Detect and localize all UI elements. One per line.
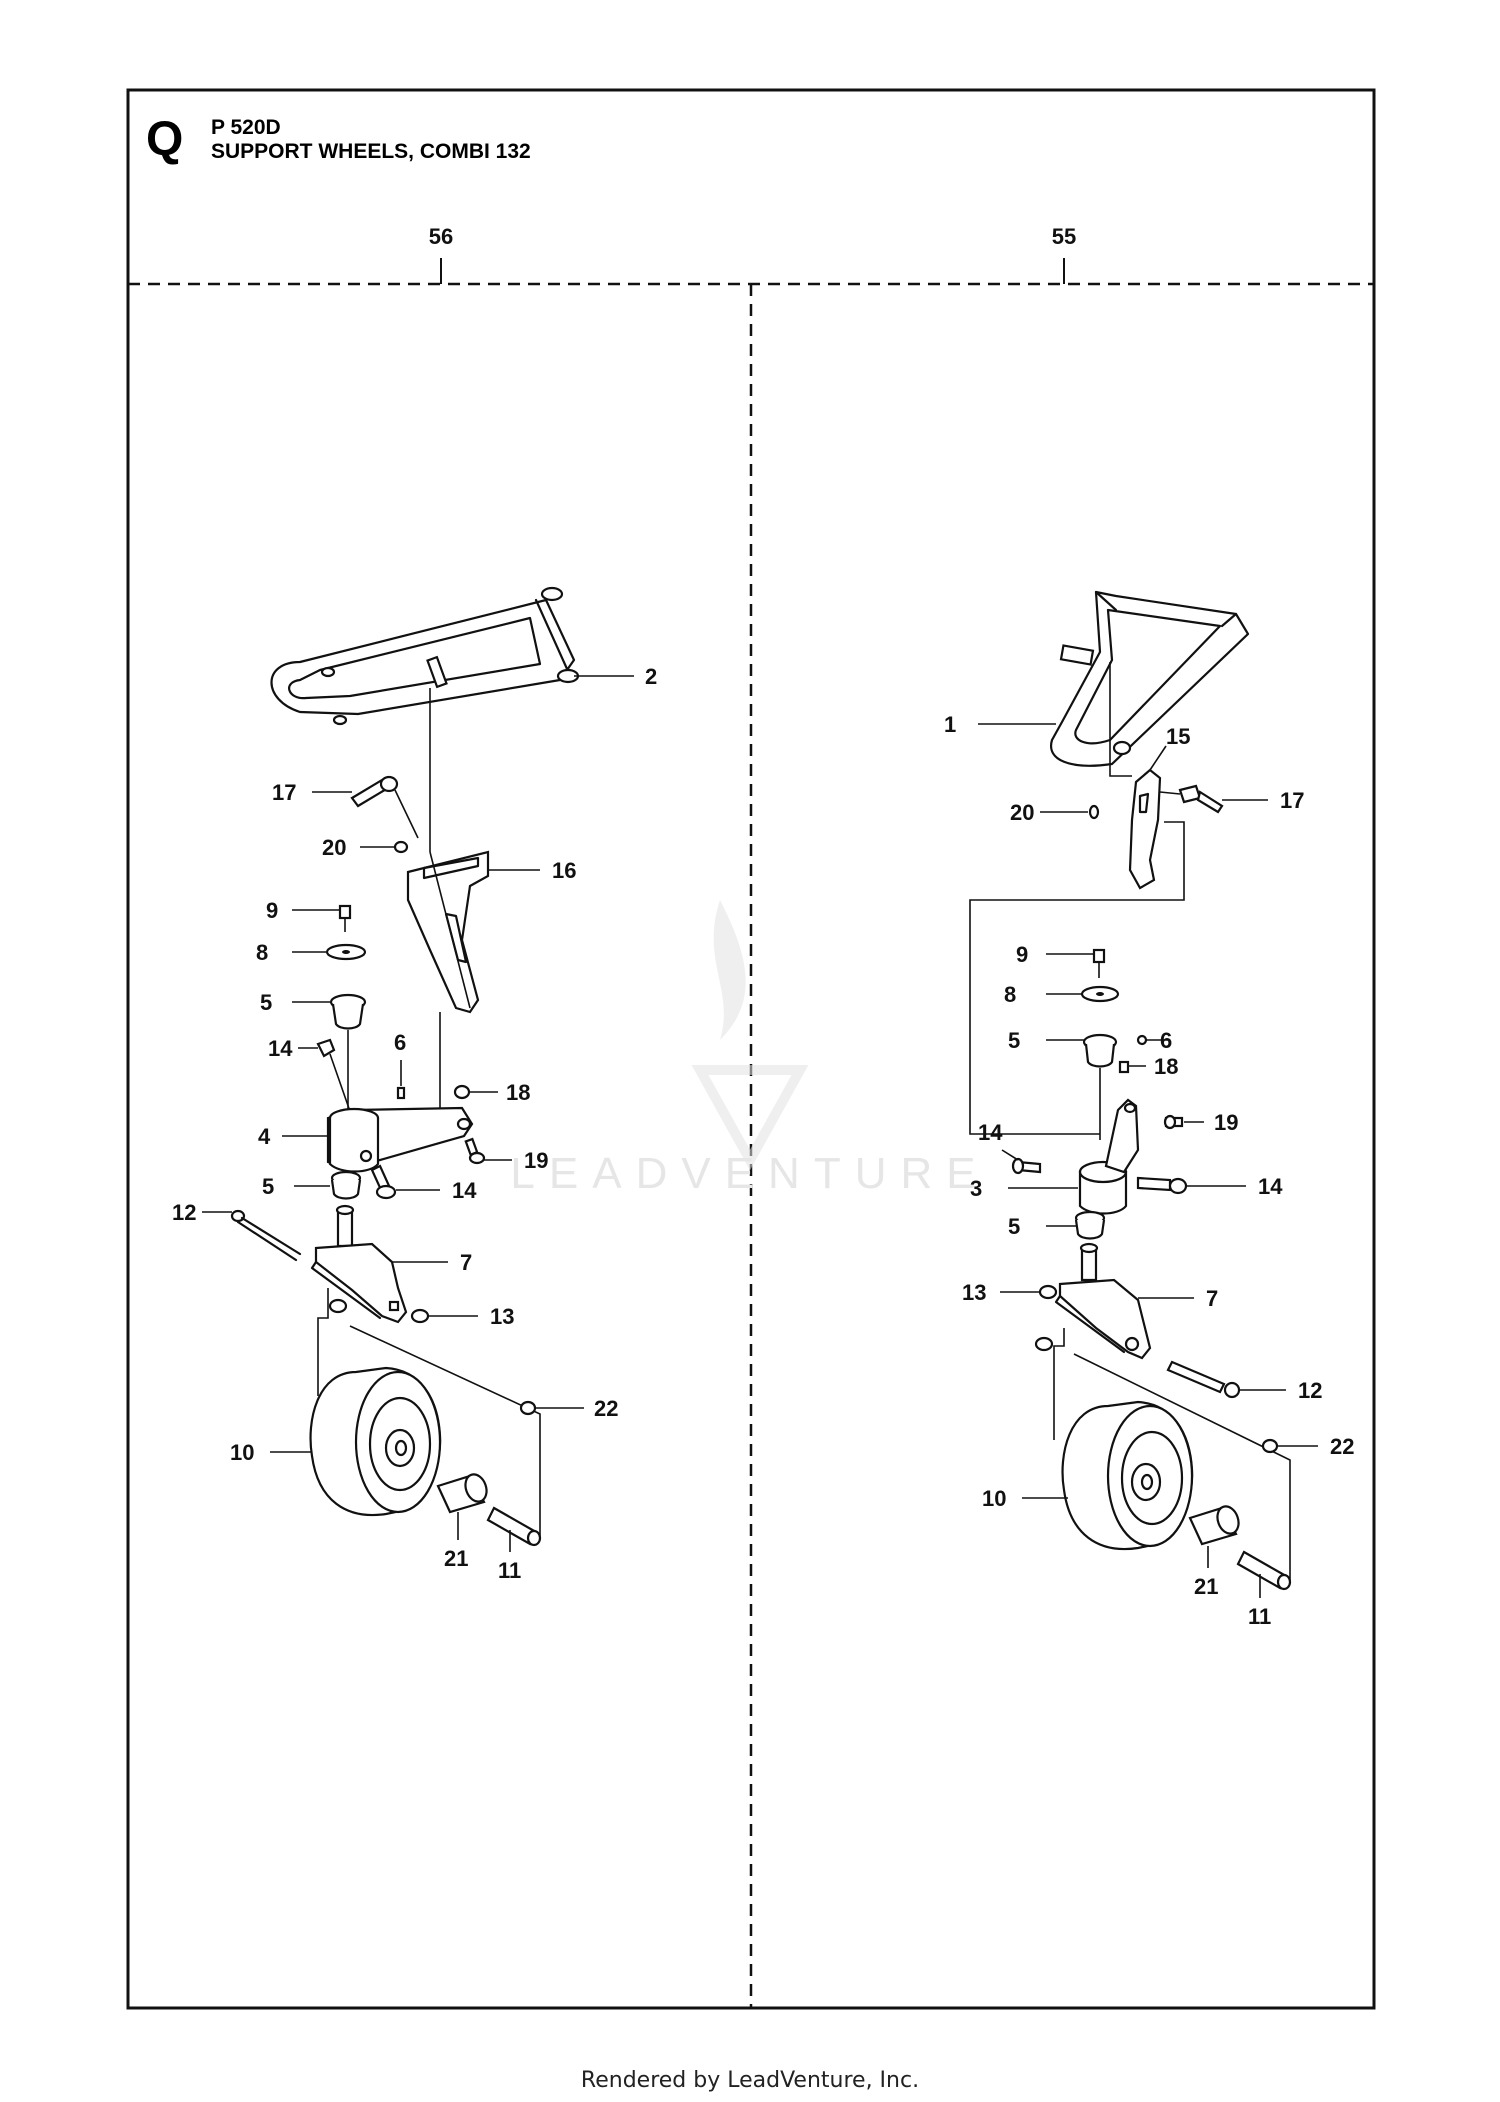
nut-part-13-right	[1038, 1284, 1058, 1300]
callout-label: 9	[266, 898, 278, 923]
callout-label: 5	[1008, 1028, 1020, 1053]
callout-label: 6	[394, 1030, 406, 1055]
left-assembly	[230, 586, 580, 1547]
washer-hole	[342, 950, 350, 954]
nut-part-13	[410, 1308, 430, 1324]
handle-frame-part-2	[270, 586, 580, 726]
group-ref-label: 56	[429, 224, 453, 249]
callout-label: 14	[978, 1120, 1003, 1145]
handle-frame-part-1	[1050, 590, 1250, 767]
callout-label: 17	[272, 780, 296, 805]
right-callouts: 1 15 17 20 9 8 5 6 18 19 14 3 14 5 13 7 …	[944, 712, 1354, 1629]
washer-part-22-right	[1261, 1438, 1279, 1454]
pin-part-6-right	[1136, 1034, 1148, 1046]
bushing-part-5-right-upper	[1082, 1033, 1118, 1140]
left-callouts: 2 17 20 16 9 8 5 14 6 18 4 19 5 14 12 7 …	[172, 664, 657, 1583]
callout-label: 2	[645, 664, 657, 689]
callout-label: 13	[490, 1304, 514, 1329]
locking-lever-part-17	[350, 775, 419, 839]
axle-part-11-right	[1236, 1550, 1292, 1591]
nut-part-18	[453, 1084, 471, 1100]
watermark-text: LEADVENTURE	[510, 1149, 989, 1198]
callout-label: 15	[1166, 724, 1190, 749]
callout-label: 13	[962, 1280, 986, 1305]
wheel-part-10	[309, 1366, 442, 1517]
washer-hole	[1096, 992, 1104, 996]
bearing-part-21-right	[1188, 1505, 1240, 1546]
callout-label: 3	[970, 1176, 982, 1201]
callout-label: 6	[1160, 1028, 1172, 1053]
callout-label: 19	[524, 1148, 548, 1173]
bolt-part-19-right	[1163, 1114, 1184, 1130]
section-letter: Q	[146, 113, 183, 166]
right-assembly	[969, 590, 1292, 1591]
callout-label: 5	[1008, 1214, 1020, 1239]
callout-label: 14	[268, 1036, 293, 1061]
bolt-part-12-right	[1166, 1360, 1241, 1399]
callout-label: 11	[1248, 1604, 1271, 1629]
callout-label: 12	[172, 1200, 196, 1225]
wheel-part-10-right	[1061, 1400, 1194, 1551]
group-ref-label: 55	[1052, 224, 1076, 249]
callout-label: 20	[322, 835, 346, 860]
bushing-part-5-upper	[329, 993, 367, 1120]
callout-label: 10	[982, 1486, 1006, 1511]
diagram-frame	[126, 88, 1376, 2010]
swivel-arm-part-3	[1078, 1098, 1140, 1215]
callout-label: 11	[498, 1558, 521, 1583]
wheel-fork-part-7	[310, 1204, 408, 1324]
bracket-part-15	[1128, 768, 1162, 890]
locking-lever-part-17-right	[1159, 784, 1224, 814]
spacer-bracket-right	[1034, 1336, 1054, 1352]
axle-part-11	[486, 1506, 542, 1547]
callout-label: 22	[594, 1396, 618, 1421]
screw-part-14-right-a	[1011, 1157, 1042, 1175]
callout-label: 21	[1194, 1574, 1218, 1599]
callout-label: 22	[1330, 1434, 1354, 1459]
callout-label: 1	[944, 712, 956, 737]
callout-label: 12	[1298, 1378, 1322, 1403]
callout-label: 8	[256, 940, 268, 965]
screw-part-14-lower	[370, 1164, 397, 1200]
screw-part-9	[338, 904, 352, 932]
callout-label: 14	[1258, 1174, 1283, 1199]
washer-part-20-right	[1088, 804, 1100, 820]
bearing-part-21	[436, 1473, 488, 1514]
screw-part-9-right	[1092, 948, 1106, 978]
bushing-part-5-lower	[330, 1170, 362, 1200]
callout-label: 4	[258, 1124, 271, 1149]
callout-label: 7	[1206, 1286, 1218, 1311]
watermark-logo	[691, 900, 809, 1171]
pin-part-6	[396, 1086, 406, 1100]
callout-label: 19	[1214, 1110, 1238, 1135]
footer-credit: Rendered by LeadVenture, Inc.	[580, 2068, 920, 2093]
nut-part-18-right	[1118, 1060, 1130, 1074]
screw-part-14-right-b	[1136, 1176, 1188, 1195]
callout-label: 17	[1280, 788, 1304, 813]
callout-label: 18	[1154, 1054, 1178, 1079]
diagram-title: SUPPORT WHEELS, COMBI 132	[211, 140, 531, 163]
callout-label: 5	[260, 990, 272, 1015]
bracket-part-16	[406, 850, 490, 1014]
callout-label: 20	[1010, 800, 1034, 825]
washer-part-22	[519, 1400, 537, 1416]
callout-label: 10	[230, 1440, 254, 1465]
wheel-fork-part-7-right	[1054, 1242, 1152, 1360]
swivel-arm-part-4	[326, 1106, 474, 1173]
callout-label: 7	[460, 1250, 472, 1275]
bolt-part-19	[464, 1137, 486, 1165]
callout-label: 14	[452, 1178, 477, 1203]
callout-label: 21	[444, 1546, 468, 1571]
bolt-part-12	[230, 1209, 302, 1262]
callout-label: 8	[1004, 982, 1016, 1007]
model-name: P 520D	[211, 116, 281, 139]
washer-part-20	[393, 840, 409, 854]
callout-label: 5	[262, 1174, 274, 1199]
callout-label: 9	[1016, 942, 1028, 967]
spacer-bracket	[328, 1298, 348, 1314]
bushing-part-5-right-lower	[1074, 1210, 1106, 1240]
callout-label: 18	[506, 1080, 530, 1105]
callout-label: 16	[552, 858, 576, 883]
